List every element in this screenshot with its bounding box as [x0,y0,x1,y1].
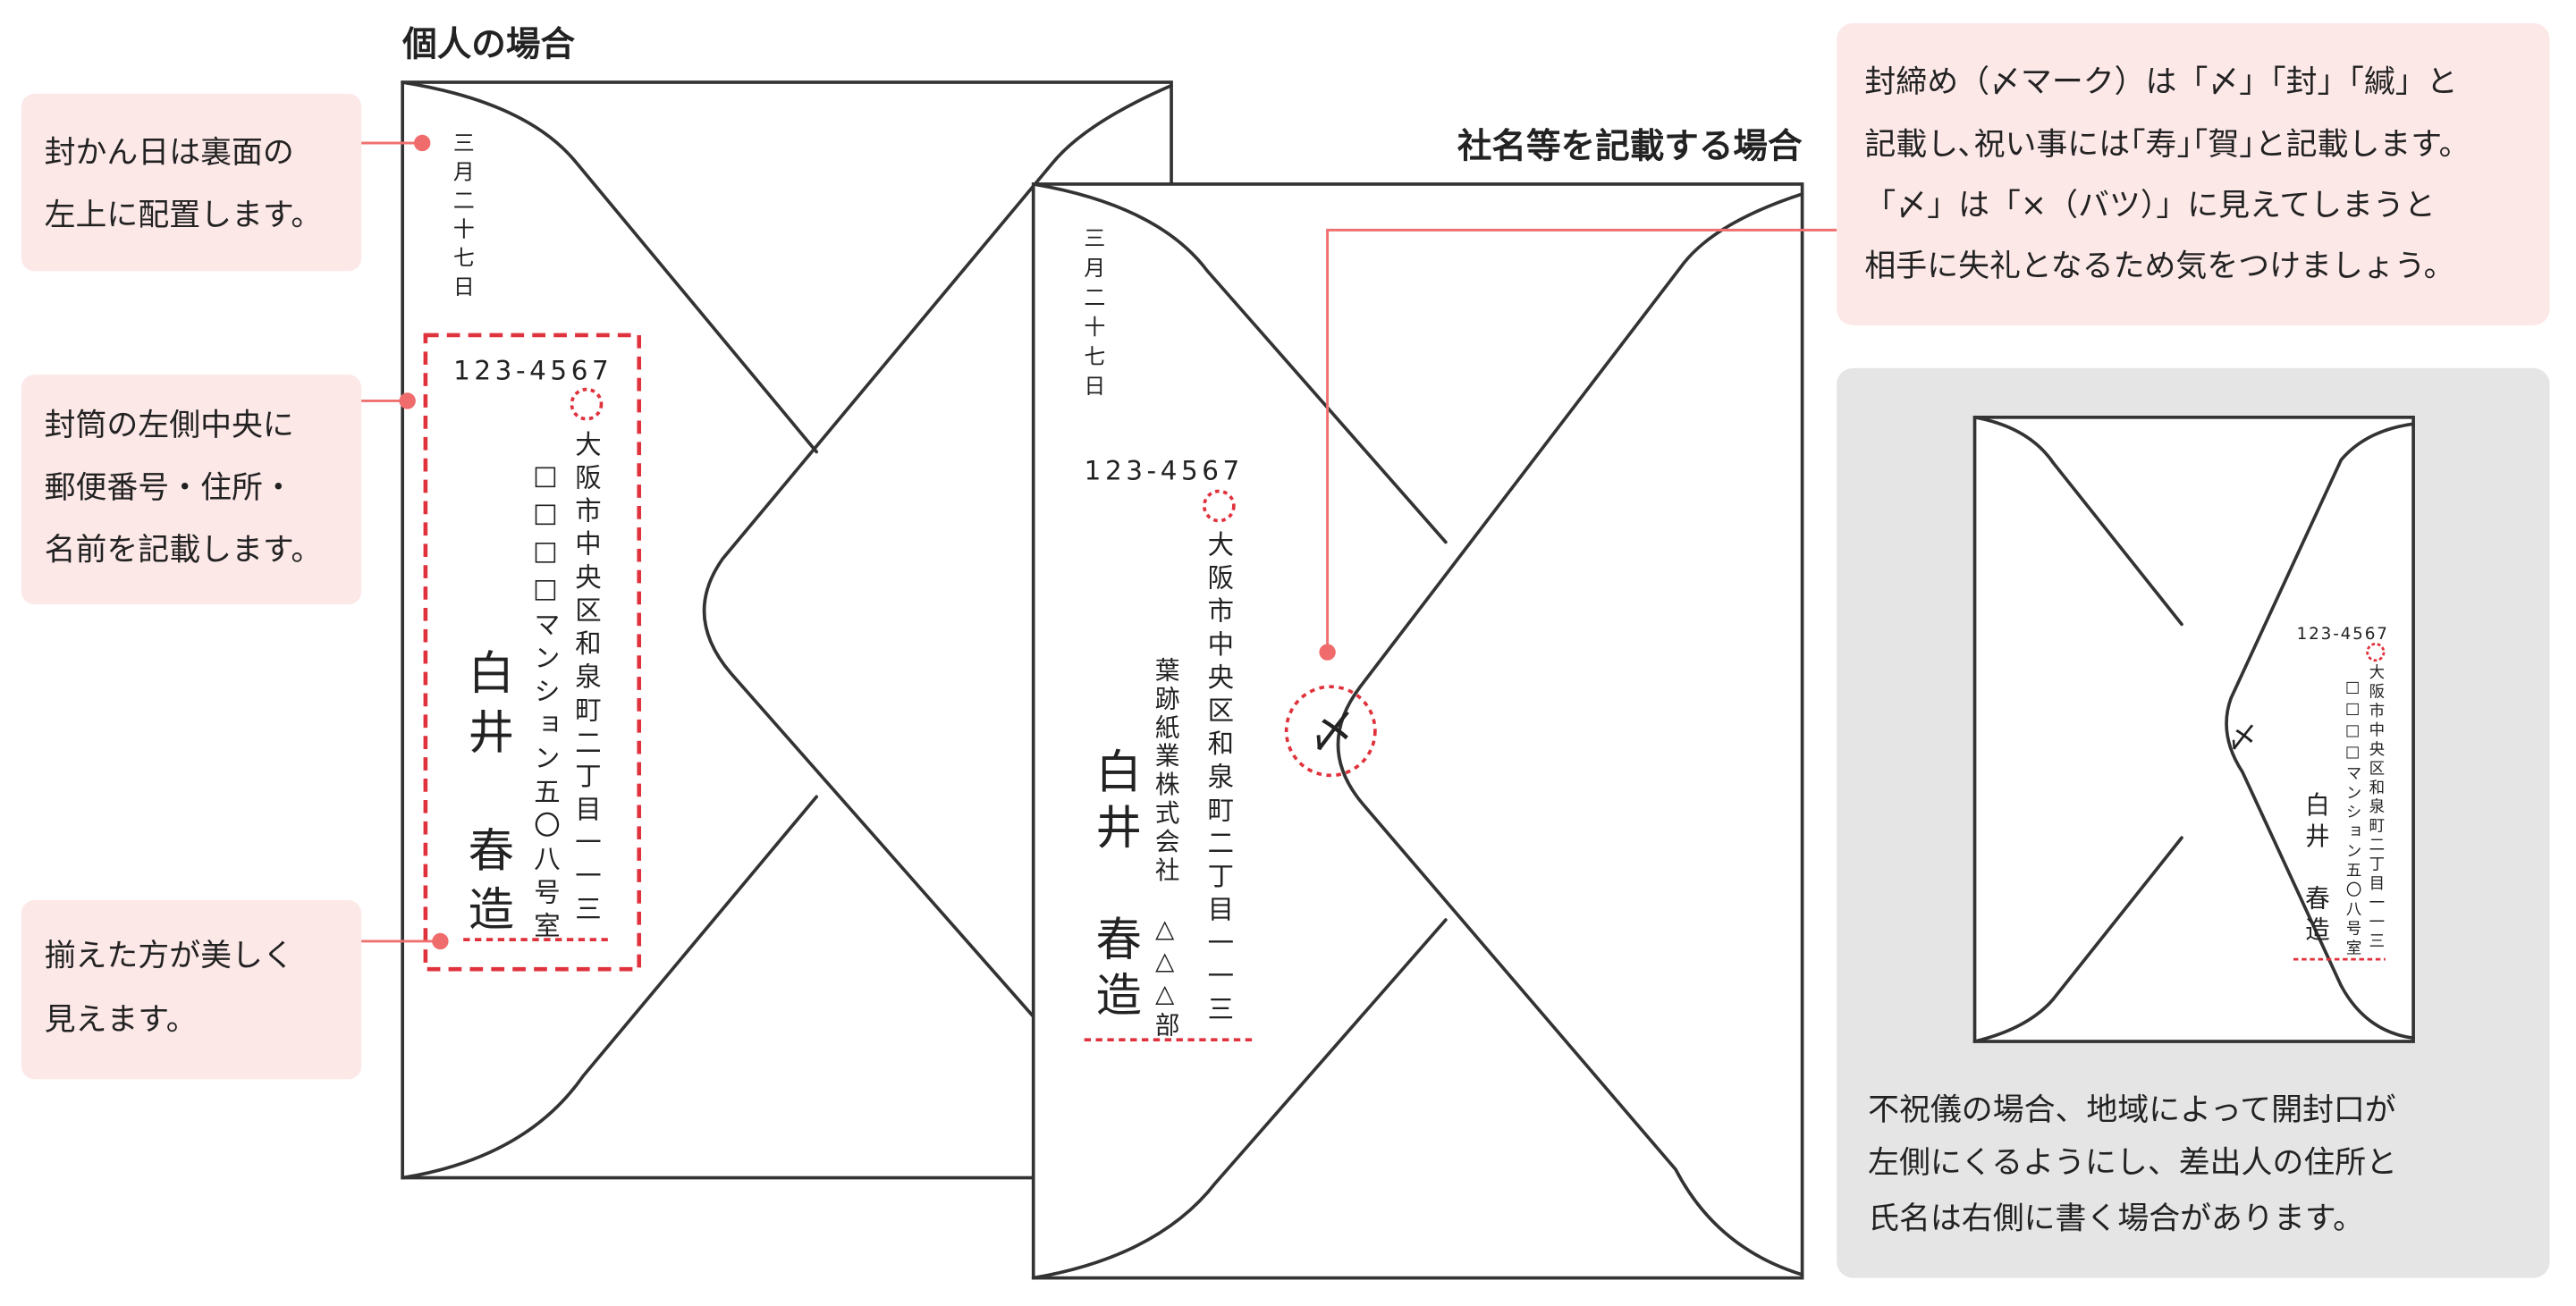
seal-mark: 〆 [1309,705,1355,759]
svg-text:封締め（〆マーク）は「〆」「封」「緘」と: 封締め（〆マーク）は「〆」「封」「緘」と [1864,64,2457,100]
svg-text:「〆」は「×（バツ）」に見えてしまうと: 「〆」は「×（バツ）」に見えてしまうと [1864,188,2435,223]
condolence-address1: 大阪市中央区和泉町二丁目一一三 [2367,663,2385,951]
address-area-highlight [423,333,642,972]
svg-text:記載し､祝い事には｢寿｣｢賀｣と記載します。: 記載し､祝い事には｢寿｣｢賀｣と記載します。 [1864,127,2470,163]
company-title: 社名等を記載する場合 [1457,127,1803,167]
svg-text:名前を記載します。: 名前を記載します。 [45,533,323,569]
condolence-seal-mark: 〆 [2227,720,2257,754]
svg-text:揃えた方が美しく: 揃えた方が美しく [45,939,294,974]
stamp-mark [570,387,604,421]
seal-highlight [1284,685,1377,778]
svg-text:封筒の左側中央に: 封筒の左側中央に [45,408,294,443]
callout-address: 封筒の左側中央に 郵便番号・住所・ 名前を記載します。 [21,375,362,605]
callout-seal: 封締め（〆マーク）は「〆」「封」「緘」と 記載し､祝い事には｢寿｣｢賀｣と記載し… [1837,22,2550,325]
personal-title: 個人の場合 [401,25,575,65]
svg-text:相手に失礼となるため気をつけましょう。: 相手に失礼となるため気をつけましょう。 [1864,249,2454,284]
stamp-mark [1202,489,1236,523]
personal-name: 白井 春造 [460,649,513,945]
company-address1: 大阪市中央区和泉町二丁目一一三 [1204,530,1234,1028]
condolence-panel: 〆 123-4567 大阪市中央区和泉町二丁目一一三 □□□□マンション五〇八号… [1837,367,2550,1278]
personal-address2: □□□□マンション五〇八号室 [530,460,561,946]
company-date: 三月二十七日 [1080,227,1105,404]
condolence-postal: 123-4567 [2297,625,2389,644]
svg-text:郵便番号・住所・: 郵便番号・住所・ [45,470,294,506]
condolence-name: 白井 春造 [2301,792,2330,948]
condolence-note-1: 不祝儀の場合、地域によって開封口が [1868,1092,2396,1128]
svg-text:見えます。: 見えます。 [45,1002,198,1038]
company-name-dept: 葉跡紙業株式会社 △△△部 [1151,657,1180,1041]
company-person-name: 白井 春造 [1087,747,1141,1026]
callout-align: 揃えた方が美しく 見えます。 [21,900,362,1080]
envelope-company [1031,182,1804,1280]
condolence-address2: □□□□マンション五〇八号室 [2344,678,2361,959]
personal-date: 三月二十七日 [449,131,474,304]
svg-text:封かん日は裏面の: 封かん日は裏面の [45,135,294,171]
svg-text:左上に配置します。: 左上に配置します。 [45,198,323,233]
callout-date: 封かん日は裏面の 左上に配置します。 [21,93,362,272]
personal-address1: 大阪市中央区和泉町二丁目一一三 [571,430,602,928]
company-postal: 123-4567 [1085,456,1244,486]
condolence-note-2: 左側にくるようにし、差出人の住所と [1868,1145,2397,1181]
condolence-note-3: 氏名は右側に書く場合があります。 [1868,1201,2364,1236]
personal-postal: 123-4567 [453,356,612,386]
